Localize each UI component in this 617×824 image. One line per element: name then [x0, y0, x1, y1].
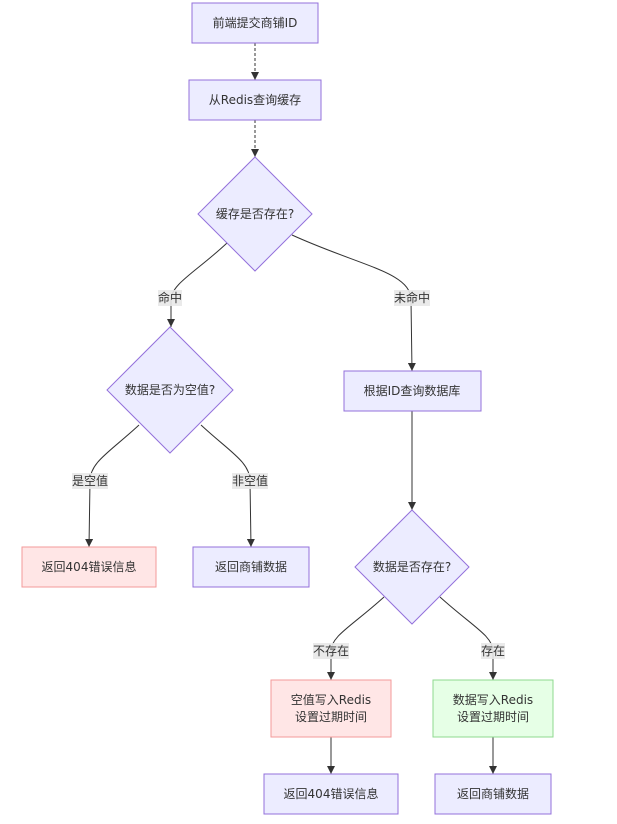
decision-label: 数据是否存在? — [373, 559, 451, 574]
node-label-line-2: 设置过期时间 — [457, 710, 529, 724]
edge-label-text: 命中 — [158, 290, 182, 305]
node-label-line-1: 空值写入Redis — [291, 692, 371, 707]
edge-cache-hit — [167, 242, 228, 327]
decision-data-exists: 数据是否存在? — [354, 509, 470, 625]
node-submit-shop-id: 前端提交商铺ID — [191, 2, 319, 44]
edge-label-miss: 未命中 — [394, 290, 430, 306]
edge-exist — [439, 596, 497, 680]
node-write-null-to-redis: 空值写入Redis 设置过期时间 — [270, 679, 392, 738]
edge-label-is-null: 是空值 — [72, 473, 108, 489]
node-label-line-1: 数据写入Redis — [453, 692, 533, 707]
node-write-data-to-redis: 数据写入Redis 设置过期时间 — [432, 679, 554, 738]
edge-label-text: 存在 — [481, 644, 505, 658]
node-label: 从Redis查询缓存 — [209, 93, 301, 107]
decision-label: 缓存是否存在? — [216, 207, 294, 221]
node-query-db-by-id: 根据ID查询数据库 — [343, 370, 482, 412]
node-label-line-2: 设置过期时间 — [295, 710, 367, 724]
node-query-redis-cache: 从Redis查询缓存 — [188, 79, 322, 121]
node-label: 根据ID查询数据库 — [364, 383, 461, 398]
node-label: 前端提交商铺ID — [213, 15, 298, 30]
edge-label-not-null: 非空值 — [232, 473, 268, 489]
edge-label-text: 非空值 — [232, 473, 268, 488]
decision-label: 数据是否为空值? — [125, 382, 215, 397]
edge-label-text: 未命中 — [394, 290, 430, 305]
decision-data-is-null: 数据是否为空值? — [106, 326, 234, 454]
edge-label-hit: 命中 — [158, 290, 182, 306]
node-return-shop-data-db: 返回商铺数据 — [434, 773, 552, 815]
edge-not-exist — [327, 596, 385, 680]
node-label: 返回404错误信息 — [284, 786, 379, 801]
node-label: 返回404错误信息 — [42, 559, 137, 574]
edge-label-text: 是空值 — [72, 473, 108, 488]
node-label: 返回商铺数据 — [215, 559, 287, 574]
node-label: 返回商铺数据 — [457, 786, 529, 801]
node-return-shop-data-cached: 返回商铺数据 — [192, 546, 310, 588]
node-return-404-error-cached: 返回404错误信息 — [21, 546, 157, 588]
edge-label-text: 不存在 — [313, 644, 349, 658]
edge-label-exist: 存在 — [481, 643, 505, 659]
decision-cache-exists: 缓存是否存在? — [197, 156, 313, 272]
node-return-404-error-db: 返回404错误信息 — [263, 773, 399, 815]
edge-label-not-exist: 不存在 — [313, 643, 349, 659]
